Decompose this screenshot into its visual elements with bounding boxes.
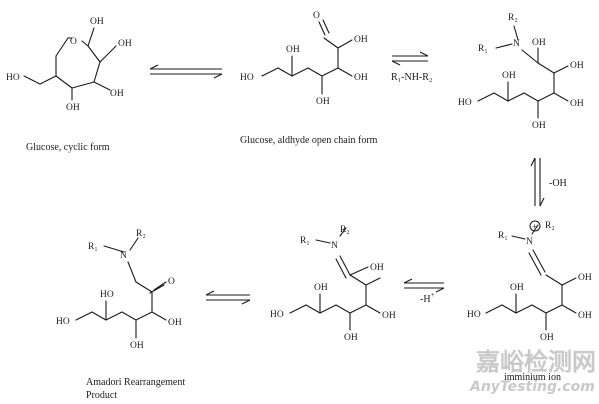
atom-oh: OH [502, 71, 516, 81]
imminium-ion-structure: + HO N R₁ R₂ OH OH OH OH [467, 220, 592, 343]
atom-ho: HO [56, 317, 70, 327]
atom-ho: HO [240, 73, 254, 83]
equilibrium-arrow [149, 64, 223, 79]
caption-amadori-line1: Amadori Rearrangement [86, 377, 185, 388]
atom-oh: OH [370, 263, 384, 273]
atom-oh: OH [540, 333, 554, 343]
equilibrium-arrow [403, 278, 445, 293]
glucose-cyclic-structure: O OH OH OH OH HO [6, 17, 132, 113]
atom-oh: OH [118, 39, 132, 49]
atom-ring-oxygen: O [70, 37, 77, 47]
atom-nitrogen: N [526, 237, 533, 247]
equilibrium-arrow [205, 290, 251, 305]
atom-r1: R₁ [498, 231, 508, 241]
atom-r1: R₁ [300, 236, 310, 246]
atom-oh: OH [382, 311, 396, 321]
atom-oh: OH [578, 311, 592, 321]
atom-nitrogen: N [331, 241, 338, 251]
caption-imminium-ion: imminium ion [504, 372, 561, 383]
atom-ho: HO [270, 310, 284, 320]
atom-r1: R₁ [88, 242, 98, 252]
atom-r2: R₂ [340, 225, 350, 235]
caption-amadori-line2: Product [86, 390, 117, 401]
minus-h-charge: + [431, 291, 435, 299]
caption-glucose-cyclic: Glucose, cyclic form [26, 142, 110, 153]
watermark-latin: AnyTesting.com [469, 379, 595, 395]
atom-ho: HO [100, 290, 114, 300]
atom-r1: R₁ [478, 44, 488, 54]
atom-r2: R₂ [136, 229, 146, 239]
atom-nitrogen: N [120, 251, 127, 261]
atom-oh: OH [570, 99, 584, 109]
atom-r2: R₂ [545, 221, 555, 231]
equilibrium-arrow-vertical [530, 157, 545, 207]
glucose-open-chain-structure: HO O OH OH OH OH [240, 11, 368, 107]
watermark-chinese: 嘉峪检测网 [476, 348, 596, 376]
atom-ho: HO [458, 98, 472, 108]
minus-h-text: -H [420, 294, 431, 305]
atom-oh: OH [90, 17, 104, 27]
atom-ho: HO [467, 310, 481, 320]
atom-oh: OH [578, 273, 592, 283]
atom-ho: HO [6, 73, 20, 83]
hemiaminal-structure: HO N R₁ R₂ OH OH OH OH OH [458, 13, 584, 131]
reagent-minus-h: -H+ [420, 291, 435, 305]
atom-oh: OH [532, 121, 546, 131]
reagent-minus-oh: -OH [549, 178, 567, 189]
atom-oh: OH [344, 333, 358, 343]
atom-oh: OH [316, 97, 330, 107]
atom-oh: OH [314, 283, 328, 293]
atom-nitrogen: N [513, 39, 520, 49]
atom-carbonyl-oxygen: O [313, 11, 320, 21]
atom-oh: OH [510, 283, 524, 293]
atom-oh: OH [354, 35, 368, 45]
atom-oh: OH [532, 38, 546, 48]
atom-oh: OH [130, 341, 144, 351]
atom-oh: OH [354, 73, 368, 83]
reagent-amine: R₁-NH-R₂ [391, 72, 432, 83]
atom-oh: OH [286, 45, 300, 55]
enaminol-structure: HO N R₁ R₂ OH OH OH OH [270, 225, 396, 343]
atom-carbonyl-oxygen: O [168, 277, 175, 287]
caption-glucose-open: Glucose, aldhyde open chain form [240, 135, 378, 146]
amadori-product-structure: HO N R₁ R₂ O HO OH OH [56, 229, 182, 351]
atom-oh: OH [168, 318, 182, 328]
atom-oh: OH [110, 89, 124, 99]
charge-plus: + [532, 223, 537, 233]
atom-r2: R₂ [508, 13, 518, 23]
atom-oh: OH [66, 103, 80, 113]
equilibrium-arrow [391, 51, 429, 66]
atom-oh: OH [570, 61, 584, 71]
